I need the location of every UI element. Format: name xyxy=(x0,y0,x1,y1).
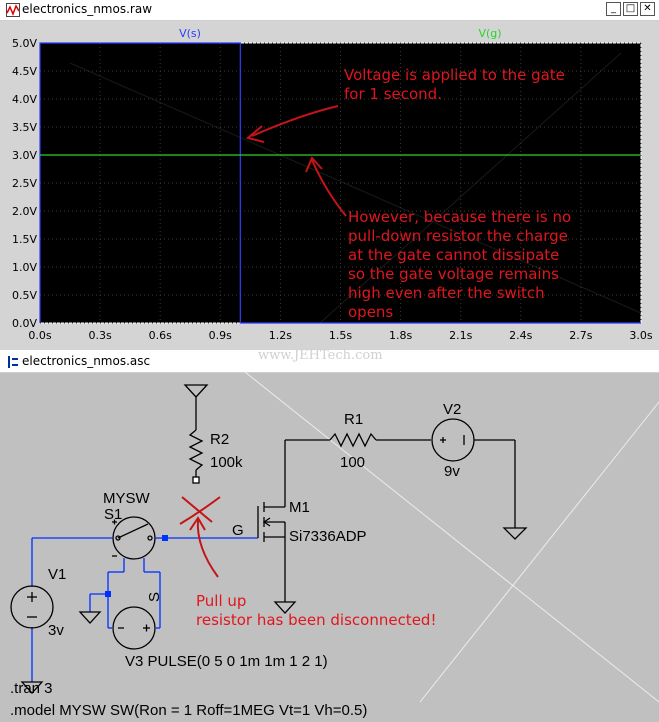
y-tick-label: 3.5V xyxy=(12,121,37,134)
y-tick-label: 5.0V xyxy=(12,37,37,50)
annotation-arrow-icon xyxy=(189,516,219,578)
annotation-no-pulldown: However, because there is no pull-down r… xyxy=(348,208,572,321)
v2-name: V2 xyxy=(443,401,461,418)
y-tick-label: 2.5V xyxy=(12,177,37,190)
x-tick-label: 2.4s xyxy=(509,329,532,342)
x-tick-label: 0.0s xyxy=(28,329,51,342)
annotation-arrowhead-icon xyxy=(245,125,265,143)
legend-label-0: V(s) xyxy=(179,27,201,40)
schematic-icon xyxy=(8,356,18,368)
maximize-icon: □ xyxy=(625,3,636,14)
y-tick-label: 0.0V xyxy=(12,317,37,330)
v2-value: 9v xyxy=(444,463,460,480)
junction-dot xyxy=(162,535,168,541)
background-diagonal xyxy=(69,62,642,314)
x-tick-label: 3.0s xyxy=(629,329,652,342)
y-tick-label: 1.0V xyxy=(12,261,37,274)
resistor-r1[interactable] xyxy=(329,432,431,448)
close-button[interactable]: ✕ xyxy=(640,2,655,16)
close-icon: ✕ xyxy=(643,3,652,14)
maximize-button[interactable]: □ xyxy=(623,2,638,16)
schematic-titlebar[interactable]: electronics_nmos.asc xyxy=(0,352,659,373)
schematic-canvas[interactable]: R2 100k MYSW S1 xyxy=(0,372,659,722)
tran-directive[interactable]: .tran 3 xyxy=(10,680,53,697)
voltage-source-v3[interactable] xyxy=(112,606,156,650)
voltage-source-v1[interactable] xyxy=(10,585,54,629)
legend-label-1: V(g) xyxy=(478,27,501,40)
plot-window-title: electronics_nmos.raw xyxy=(22,2,153,16)
minimize-icon: _ xyxy=(611,3,616,14)
resistor-r2[interactable] xyxy=(183,384,209,484)
waveform-plot[interactable]: 0.0V 0.5V 1.0V 1.5V 2.0V 2.5V 3.0V 3.5V 4.0V 4.5V… xyxy=(0,20,659,350)
s-control-label: S xyxy=(146,592,163,602)
x-tick-label: 0.6s xyxy=(149,329,172,342)
x-tick-label: 1.2s xyxy=(269,329,292,342)
r2-value: 100k xyxy=(210,454,243,471)
annotation-pullup-disconnected: Pull up resistor has been disconnected! xyxy=(196,592,437,629)
junction-dot xyxy=(105,591,111,597)
annotation-arrowhead-icon xyxy=(305,156,323,173)
background-diagonals xyxy=(244,372,659,703)
v1-name: V1 xyxy=(48,566,66,583)
waveform-icon xyxy=(6,3,20,17)
m1-part: Si7336ADP xyxy=(289,528,367,545)
y-tick-label: 3.0V xyxy=(12,149,37,162)
plot-window: electronics_nmos.raw _ □ ✕ 0.0V 0.5V 1.0V 1… xyxy=(0,0,659,350)
plot-titlebar[interactable]: electronics_nmos.raw _ □ ✕ xyxy=(0,0,659,21)
minimize-button[interactable]: _ xyxy=(606,2,621,16)
switch-name-label: S1 xyxy=(104,506,122,523)
nmos-m1[interactable] xyxy=(257,439,330,602)
x-tick-label: 1.5s xyxy=(329,329,352,342)
r1-name: R1 xyxy=(344,411,363,428)
y-tick-label: 4.5V xyxy=(12,65,37,78)
y-tick-label: 1.5V xyxy=(12,233,37,246)
series-line-0 xyxy=(39,42,641,324)
x-tick-label: 2.1s xyxy=(449,329,472,342)
v3-pulse-label: V3 PULSE(0 5 0 1m 1m 1 2 1) xyxy=(125,653,328,670)
switch-model-label: MYSW xyxy=(103,490,151,507)
r1-value: 100 xyxy=(340,454,365,471)
switch-s1[interactable] xyxy=(112,516,156,560)
x-tick-label: 1.8s xyxy=(389,329,412,342)
y-tick-label: 2.0V xyxy=(12,205,37,218)
wires xyxy=(31,537,258,682)
annotation-arrow-icon xyxy=(311,159,347,217)
annotation-arrow-icon xyxy=(251,105,339,137)
y-tick-label: 0.5V xyxy=(12,289,37,302)
schematic-window-title: electronics_nmos.asc xyxy=(22,354,151,368)
m1-name: M1 xyxy=(289,499,310,516)
v1-value: 3v xyxy=(48,622,64,639)
y-tick-label: 4.0V xyxy=(12,93,37,106)
r2-name: R2 xyxy=(210,431,229,448)
x-tick-label: 2.7s xyxy=(569,329,592,342)
cross-mark-icon xyxy=(179,496,221,525)
watermark-text: www.JEHTech.com xyxy=(258,348,383,363)
x-tick-label: 0.3s xyxy=(88,329,111,342)
schematic-window: electronics_nmos.asc www.JEHTech.com R2 … xyxy=(0,348,659,722)
voltage-source-v2[interactable] xyxy=(431,418,516,528)
gate-net-label: G xyxy=(232,522,244,539)
background-diagonal xyxy=(319,52,622,324)
x-tick-label: 0.9s xyxy=(209,329,232,342)
model-directive[interactable]: .model MYSW SW(Ron = 1 Roff=1MEG Vt=1 Vh… xyxy=(10,702,367,719)
annotation-gate-applied: Voltage is applied to the gate for 1 sec… xyxy=(344,66,565,103)
